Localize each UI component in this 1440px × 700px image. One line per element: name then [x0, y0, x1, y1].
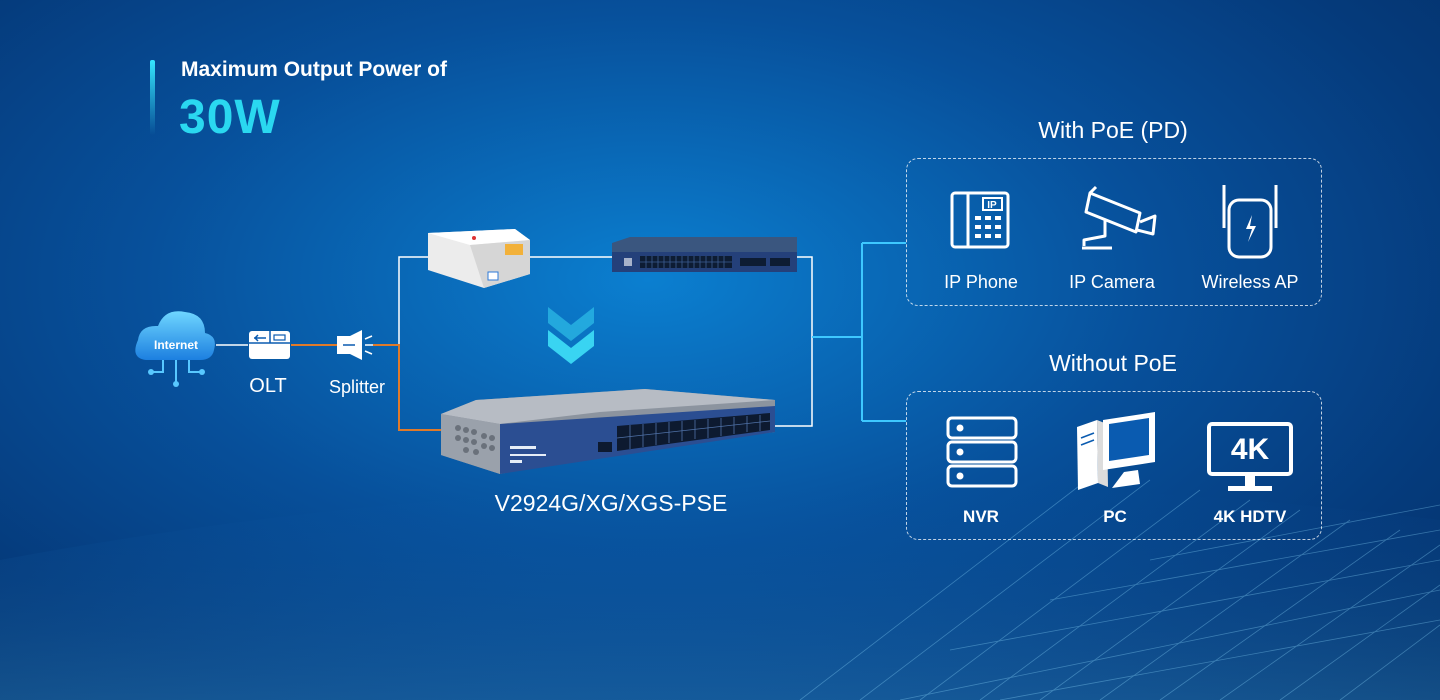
switch-model-label: V2924G/XG/XGS-PSE: [494, 490, 728, 516]
olt-icon: [249, 331, 290, 359]
headline-accent-bar: [150, 60, 155, 135]
cyan-links: [812, 242, 906, 422]
with-poe-title: With PoE (PD): [1038, 117, 1188, 143]
onu-device-icon: [428, 229, 530, 288]
tv-icon: [1207, 422, 1293, 491]
tv-badge-text: 4K: [1231, 433, 1270, 466]
ip-camera-icon: [1082, 185, 1157, 250]
ip-camera-label: IP Camera: [1069, 272, 1155, 292]
poe-switch-icon: [441, 389, 775, 474]
pc-icon: [1077, 412, 1155, 490]
nvr-icon: [946, 416, 1018, 488]
internet-cloud-icon: [135, 311, 215, 387]
internet-label: Internet: [154, 338, 199, 352]
wireless-ap-icon: [1222, 185, 1278, 259]
headline-power: 30W: [179, 91, 281, 144]
headline-caption: Maximum Output Power of: [181, 58, 448, 81]
nvr-label: NVR: [963, 507, 999, 526]
without-poe-title: Without PoE: [1049, 350, 1177, 376]
splitter-label: Splitter: [328, 377, 386, 397]
pc-label: PC: [1103, 507, 1127, 526]
olt-label: OLT: [249, 375, 287, 397]
white-links: [216, 256, 813, 427]
without-poe-panel: [906, 391, 1322, 540]
with-poe-panel: [906, 158, 1322, 306]
ip-phone-icon: [950, 191, 1010, 249]
down-chevron-icon: [548, 307, 594, 364]
hdtv-label: 4K HDTV: [1213, 507, 1287, 526]
ip-phone-label: IP Phone: [944, 272, 1018, 292]
switch-small-icon: [612, 237, 797, 272]
wireless-ap-label: Wireless AP: [1201, 272, 1299, 292]
ip-phone-badge-text: IP: [987, 200, 997, 211]
orange-links: [291, 344, 442, 431]
splitter-icon: [337, 330, 373, 360]
